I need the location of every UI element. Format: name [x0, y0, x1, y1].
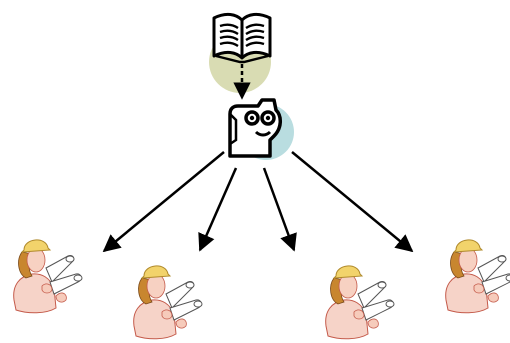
face-with-glasses-icon: [228, 98, 282, 158]
engineer-with-blueprints-icon: [445, 239, 510, 314]
arrow-to-engineer-4: [291, 151, 414, 253]
arrow-to-engineer-1: [102, 151, 225, 253]
arrow-to-engineer-2: [198, 167, 238, 252]
arrow-to-engineer-3: [262, 167, 297, 252]
engineer-with-blueprints-icon: [133, 265, 203, 340]
engineer-with-blueprints-icon: [13, 239, 83, 314]
engineer-with-blueprints-icon: [325, 265, 395, 340]
open-book-icon: [212, 12, 272, 64]
